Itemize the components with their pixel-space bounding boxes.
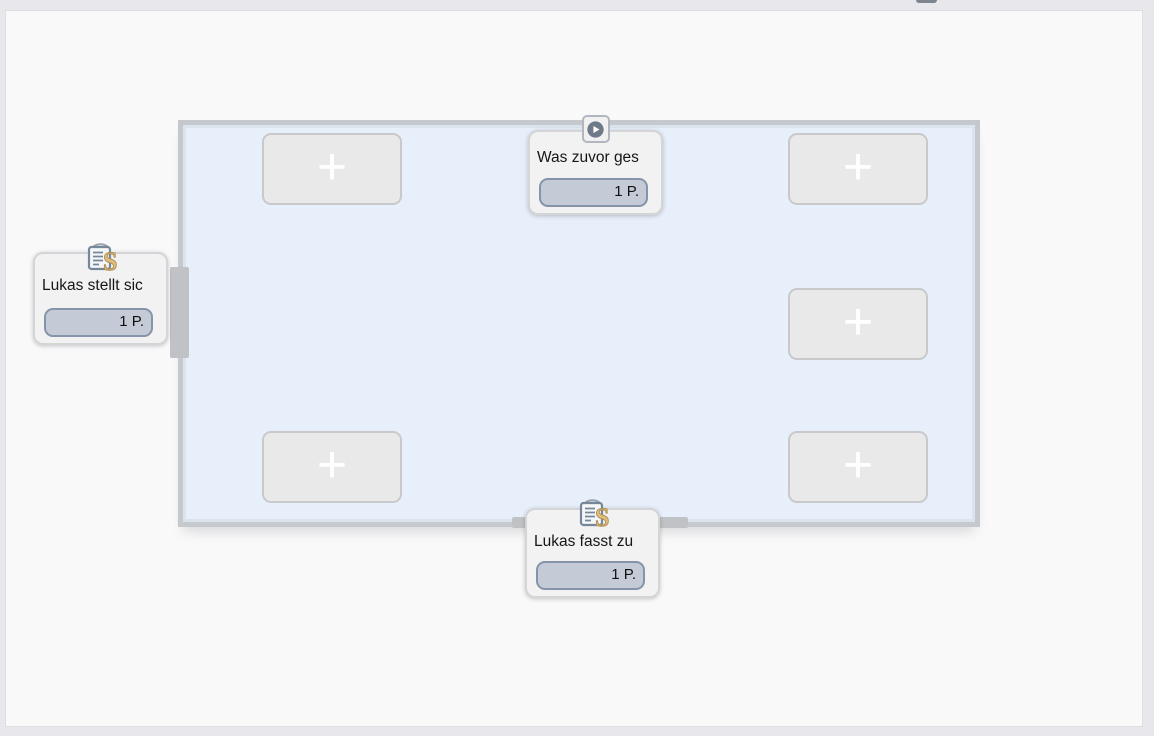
connector-tab-left xyxy=(170,267,189,358)
plus-icon: + xyxy=(316,436,348,494)
placeholder-tile-top-left[interactable]: + xyxy=(262,133,402,205)
card-title: Was zuvor ges xyxy=(537,149,639,166)
content-card-scorm-left[interactable]: S Lukas stellt sic 1 P. xyxy=(33,243,168,345)
content-card-scorm-bottom[interactable]: S Lukas fasst zu 1 P. xyxy=(525,499,660,598)
points-badge[interactable]: 1 P. xyxy=(539,178,648,207)
placeholder-tile-top-right[interactable]: + xyxy=(788,133,928,205)
svg-text:S: S xyxy=(595,503,609,528)
plus-icon: + xyxy=(842,293,874,351)
plus-icon: + xyxy=(842,436,874,494)
plus-icon: + xyxy=(316,138,348,196)
card-title: Lukas stellt sic xyxy=(42,277,143,294)
svg-text:S: S xyxy=(103,247,117,272)
play-circle-icon xyxy=(581,115,610,143)
scorm-document-s-icon: S xyxy=(80,238,122,272)
placeholder-tile-bottom-left[interactable]: + xyxy=(262,431,402,503)
card-title: Lukas fasst zu xyxy=(534,533,634,550)
points-badge[interactable]: 1 P. xyxy=(44,308,153,337)
scorm-document-s-icon: S xyxy=(572,494,614,528)
toolbar-button-fragment[interactable] xyxy=(916,0,937,3)
placeholder-tile-bottom-right[interactable]: + xyxy=(788,431,928,503)
content-card-video[interactable]: Was zuvor ges 1 P. xyxy=(528,115,663,215)
placeholder-tile-middle-right[interactable]: + xyxy=(788,288,928,360)
plus-icon: + xyxy=(842,138,874,196)
points-badge[interactable]: 1 P. xyxy=(536,561,645,590)
